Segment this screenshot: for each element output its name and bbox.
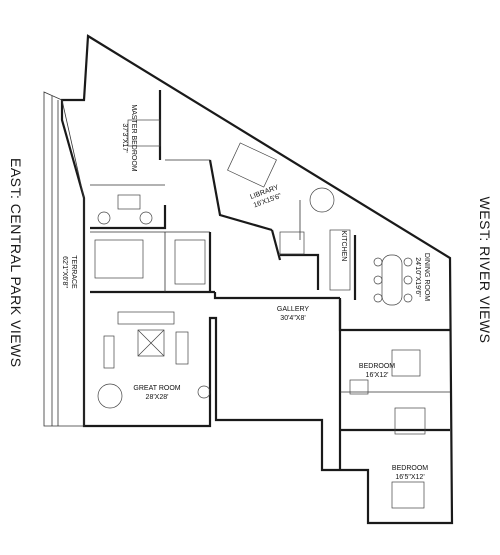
room-label-dining-room: DINING ROOM 24'10"X19'6": [414, 253, 430, 301]
room-label-bedroom-2: BEDROOM 16'5"X12': [392, 465, 428, 481]
room-name: MASTER BEDROOM: [130, 104, 137, 171]
room-size: 16'5"X12': [395, 474, 424, 481]
room-name: TERRACE: [70, 255, 77, 289]
room-name: KITCHEN: [340, 231, 347, 262]
room-name: GREAT ROOM: [133, 385, 180, 392]
room-size: 16'X12': [366, 372, 389, 379]
room-name: BEDROOM: [359, 363, 395, 370]
room-label-terrace: TERRACE 62'1"X6'8": [61, 255, 77, 289]
room-name: GALLERY: [277, 306, 309, 313]
room-size: 24'10"X19'6": [414, 257, 421, 297]
room-label-gallery: GALLERY 30'4"X8': [277, 306, 309, 322]
room-label-kitchen: KITCHEN: [340, 231, 347, 262]
room-name: DINING ROOM: [423, 253, 430, 301]
room-name: BEDROOM: [392, 465, 428, 472]
room-size: 28'X28': [146, 394, 169, 401]
room-size: 62'1"X6'8": [61, 256, 68, 288]
room-size: 37'3"X17': [121, 123, 128, 152]
room-size: 30'4"X8': [280, 315, 305, 322]
room-label-library: LIBRARY 16'X15'6": [249, 184, 283, 209]
room-label-bedroom-1: BEDROOM 16'X12': [359, 363, 395, 379]
room-label-great-room: GREAT ROOM 28'X28': [133, 385, 180, 401]
terrace-outline: [43, 91, 85, 427]
furniture: [94, 119, 426, 509]
interior-walls: [90, 90, 450, 470]
room-label-master-bedroom: MASTER BEDROOM 37'3"X17': [121, 104, 137, 171]
exterior-wall: [60, 34, 454, 525]
